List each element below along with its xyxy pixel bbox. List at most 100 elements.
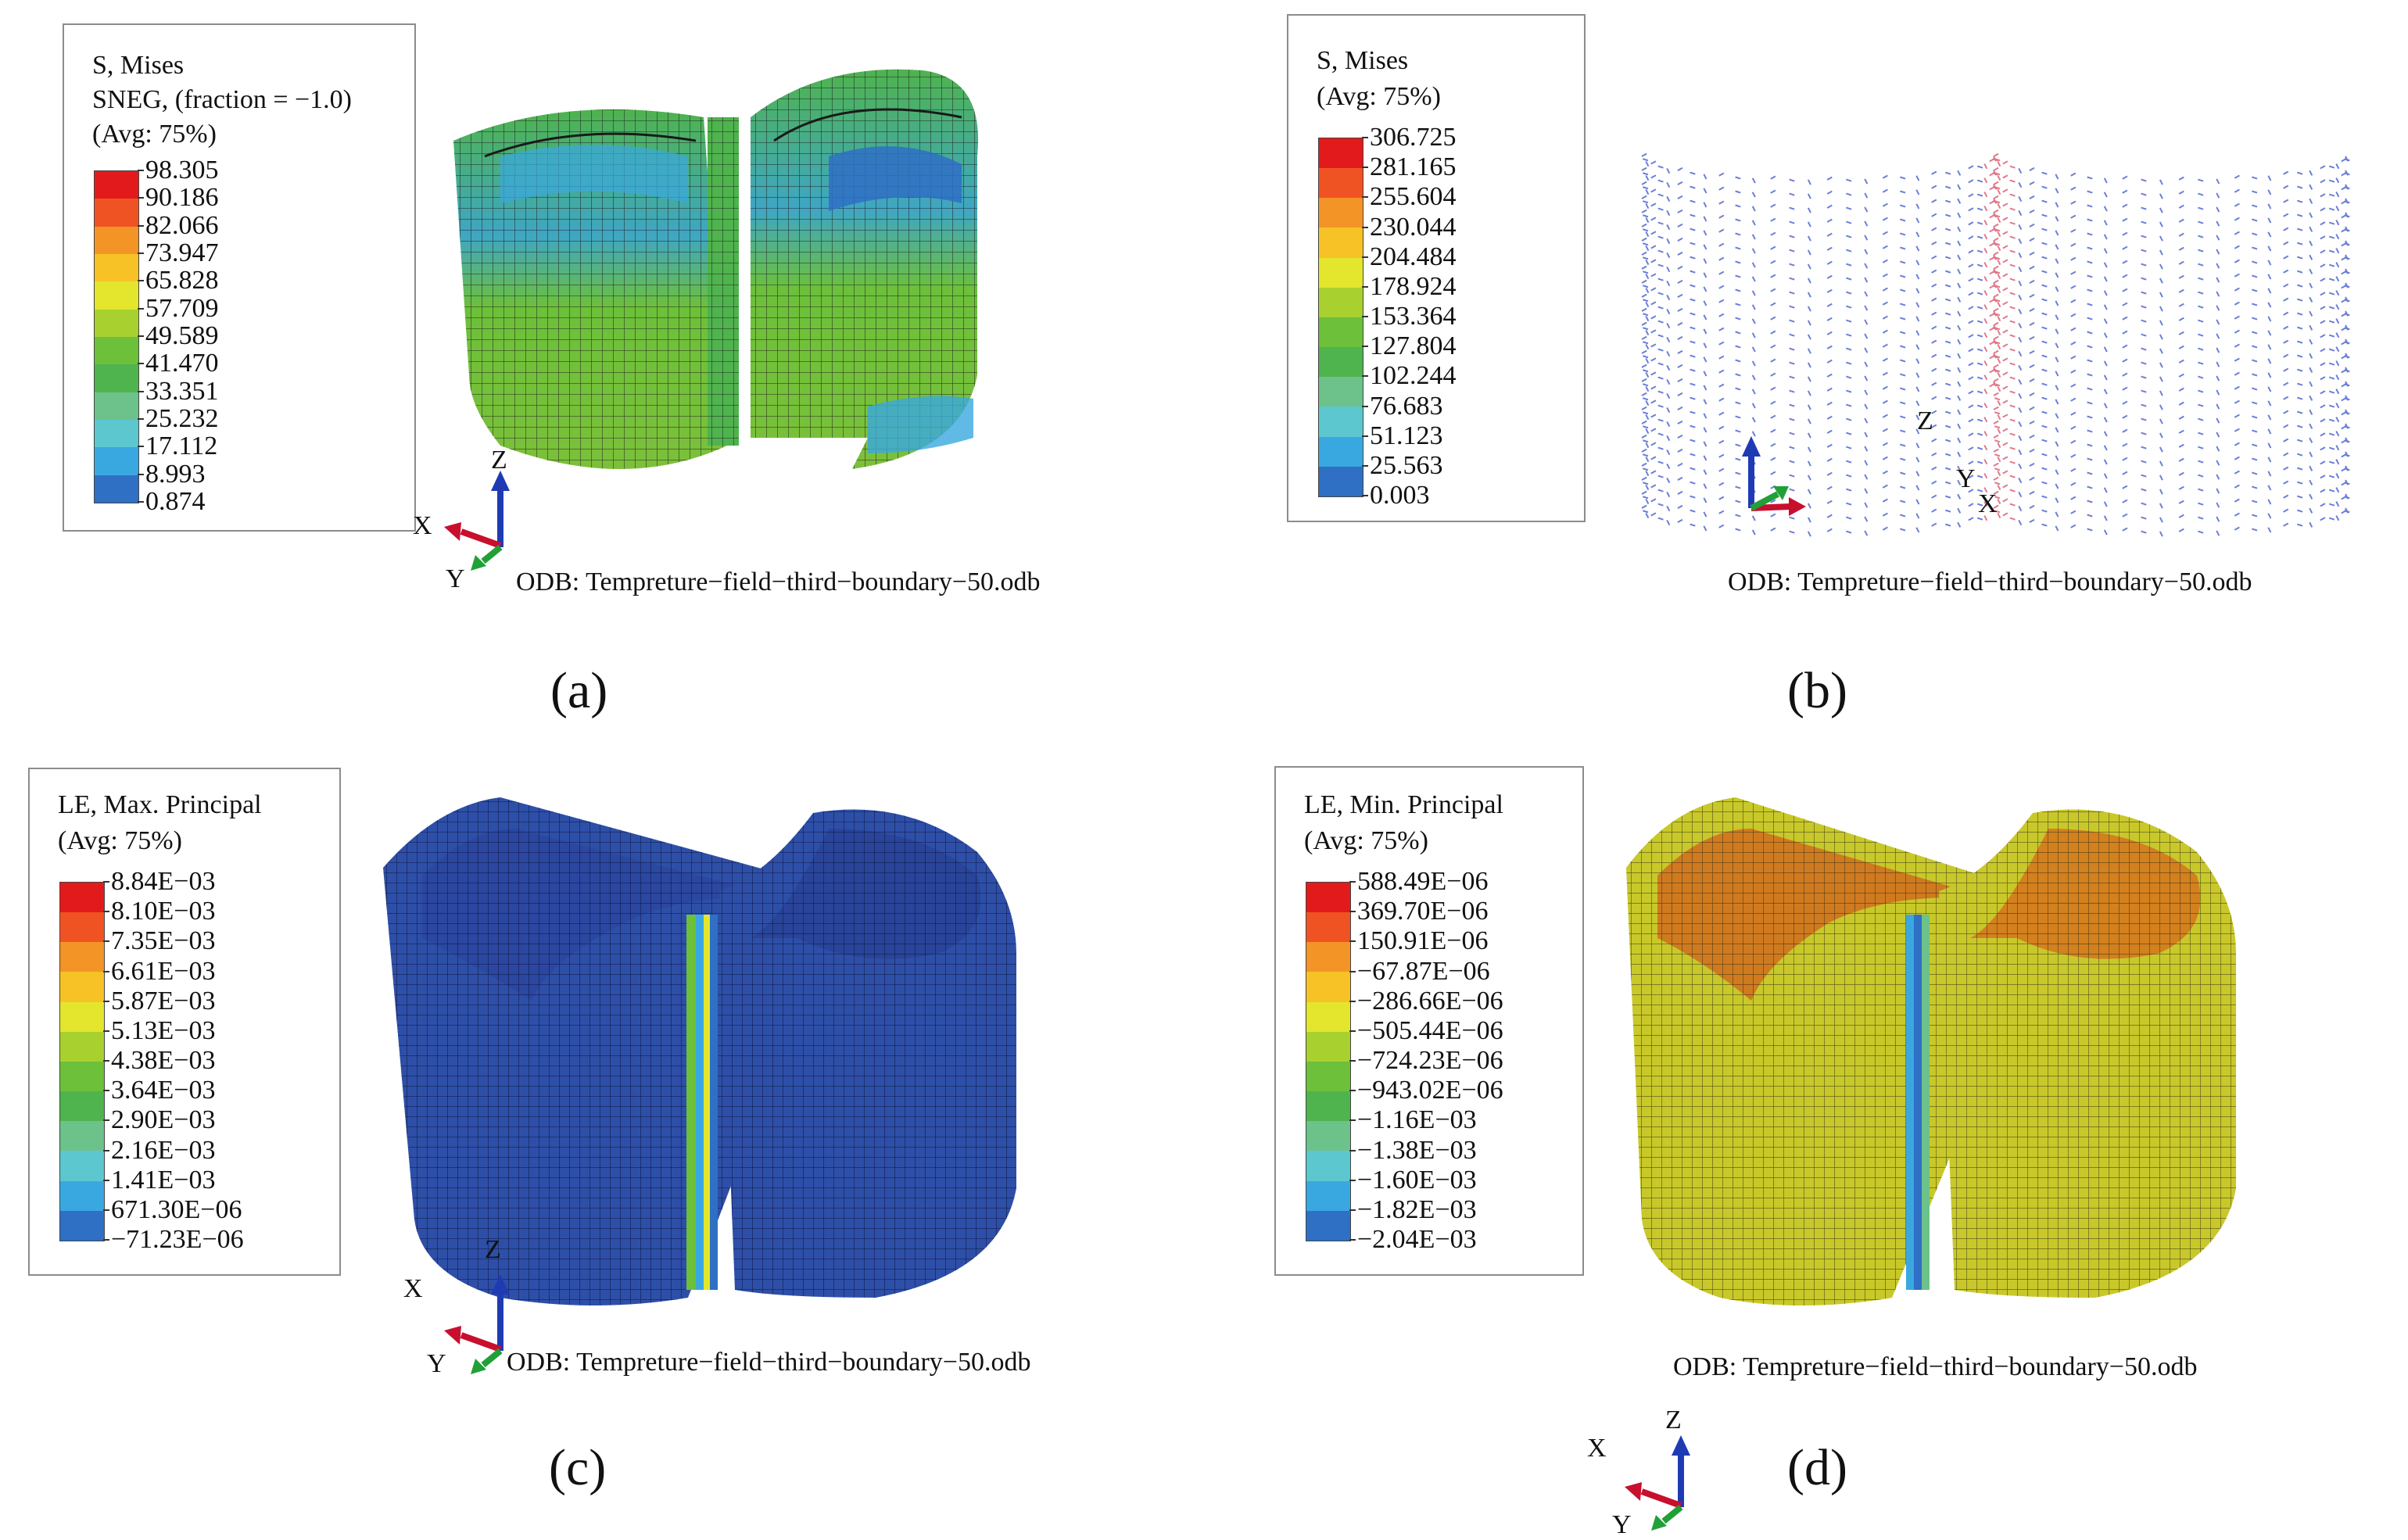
stress-vector <box>1641 152 1647 157</box>
stress-vector <box>1957 367 1962 373</box>
stress-vector <box>1957 521 1962 528</box>
stress-vector <box>2345 338 2349 345</box>
x-axis <box>1640 1488 1682 1509</box>
stress-vector <box>1983 389 1988 395</box>
stress-vector <box>1789 319 1795 323</box>
stress-vector <box>2159 517 2163 523</box>
stress-vector <box>1718 341 1725 346</box>
stress-vector <box>1650 357 1657 362</box>
stress-vector <box>1957 493 1962 500</box>
stress-vector <box>1735 401 1741 405</box>
stress-vector <box>1735 331 1741 335</box>
stress-vector <box>1735 373 1741 377</box>
stress-vector <box>2070 341 2077 346</box>
stress-vector <box>2267 386 2272 392</box>
stress-vector <box>1677 321 1683 327</box>
stress-vector <box>2309 353 2313 359</box>
stress-vector <box>2103 177 2108 184</box>
stress-vector <box>2009 334 2016 338</box>
stress-vector <box>2009 362 2016 366</box>
stress-vector <box>2297 481 2303 485</box>
stress-vector <box>2283 269 2289 274</box>
stress-vector <box>1846 446 1852 449</box>
stress-vector <box>2267 245 2272 252</box>
stress-vector <box>2320 503 2326 507</box>
stress-vector <box>2178 415 2184 420</box>
stress-vector <box>2055 174 2059 180</box>
stress-vector <box>2002 371 2008 376</box>
stress-vector <box>2055 258 2059 264</box>
stress-vector <box>2002 470 2008 475</box>
stress-vector <box>2234 231 2240 235</box>
stress-vector <box>1650 442 1657 446</box>
stress-vector <box>1677 251 1683 256</box>
legend-tick <box>1362 405 1368 407</box>
stress-vector <box>1968 179 1974 184</box>
stress-vector <box>2283 438 2289 442</box>
y-axis <box>1661 1504 1683 1524</box>
stress-vector <box>1997 287 2001 294</box>
stress-vector <box>2267 316 2272 322</box>
stress-vector <box>2070 355 2077 360</box>
stress-vector <box>2009 348 2016 352</box>
stress-vector <box>1770 330 1776 335</box>
stress-vector <box>1789 249 1795 252</box>
stress-vector <box>2198 206 2204 210</box>
stress-vector <box>1915 527 1920 533</box>
stress-vector <box>1900 485 1906 489</box>
stress-vector <box>1945 410 1951 414</box>
legend-tick <box>103 1209 109 1211</box>
stress-vector <box>2335 403 2340 409</box>
stress-vector <box>2141 446 2147 449</box>
stress-vector <box>2029 335 2035 341</box>
stress-vector <box>1643 355 1649 359</box>
stress-vector <box>1643 411 1649 415</box>
stress-vector <box>1826 415 1833 420</box>
color-bar-segment <box>95 364 138 392</box>
stress-vector <box>2070 299 2077 303</box>
stress-vector <box>1789 530 1795 534</box>
stress-vector <box>1976 306 1983 310</box>
stress-vector <box>1976 292 1983 295</box>
stress-vector <box>2328 418 2335 422</box>
stress-vector <box>1864 263 1869 269</box>
stress-vector <box>1789 206 1795 210</box>
stress-vector <box>1915 358 1920 364</box>
stress-vector <box>2141 389 2147 393</box>
legend-tick <box>1362 495 1368 496</box>
stress-vector <box>1666 478 1671 484</box>
stress-vector <box>1666 464 1671 470</box>
stress-vector <box>1864 220 1869 227</box>
stress-vector <box>2159 193 2163 199</box>
stress-vector <box>2029 504 2035 510</box>
stress-vector <box>2309 170 2313 176</box>
stress-vector <box>1650 202 1657 207</box>
stress-vector <box>2328 475 2335 478</box>
stress-vector <box>2267 302 2272 308</box>
stress-vector <box>2018 196 2023 202</box>
stress-vector <box>1807 460 1811 467</box>
stress-vector <box>1945 453 1951 457</box>
stress-vector <box>1690 298 1696 302</box>
stress-vector <box>1983 445 1988 451</box>
stress-vector <box>2122 358 2128 363</box>
stress-vector <box>1826 471 1833 476</box>
stress-vector <box>2103 206 2108 212</box>
stress-vector <box>1641 195 1647 199</box>
stress-vector <box>1976 418 1983 422</box>
stress-vector <box>1657 306 1664 310</box>
stress-vector <box>1997 385 2001 392</box>
stress-vector <box>1968 446 1974 451</box>
stress-vector <box>1983 276 1988 282</box>
stress-vector <box>2216 249 2220 255</box>
stress-vector <box>1882 315 1888 320</box>
stress-vector <box>1657 503 1664 507</box>
stress-vector <box>2159 531 2163 537</box>
stress-vector <box>1770 217 1776 222</box>
stress-vector <box>2041 368 2048 372</box>
stress-vector <box>1957 451 1962 457</box>
stress-vector <box>1718 496 1725 500</box>
stress-vector <box>2216 333 2220 339</box>
stress-vector <box>1666 393 1671 399</box>
stress-vector <box>1993 195 1999 199</box>
